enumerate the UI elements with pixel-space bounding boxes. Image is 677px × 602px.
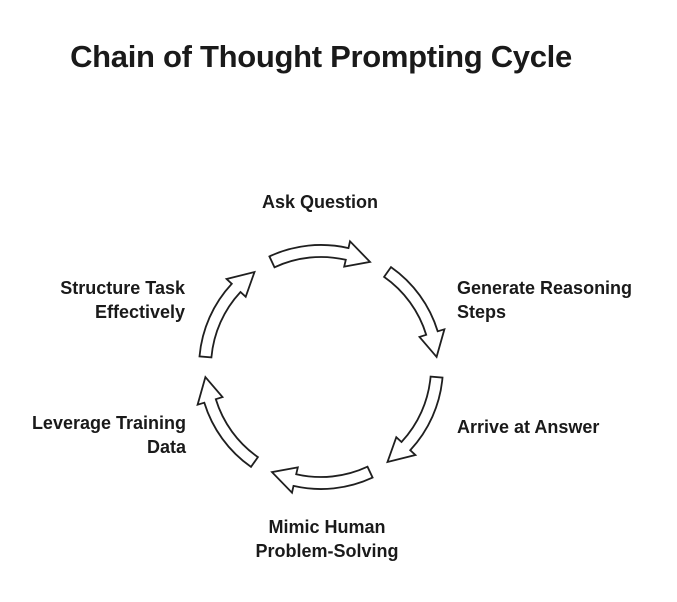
cycle-arrow-upper-left — [198, 270, 256, 359]
step-label-ask-question: Ask Question — [261, 192, 379, 212]
step-label-generate-reasoning-steps: Generate Reasoning Steps — [457, 278, 633, 322]
cycle-arrow-bottom — [270, 465, 374, 495]
cycle-arrow-lower-right — [386, 375, 444, 464]
cycle-arrow-lower-left — [196, 375, 260, 469]
step-label-structure-task-effectively: Structure Task Effectively — [60, 278, 185, 322]
step-label-arrive-at-answer: Arrive at Answer — [457, 417, 600, 437]
page-title: Chain of Thought Prompting Cycle — [70, 39, 572, 74]
step-label-leverage-training-data: Leverage Training Data — [31, 413, 186, 457]
cycle-arrow-upper-right — [382, 265, 446, 359]
step-label-mimic-human-problem-solving: Mimic Human Problem-Solving — [255, 517, 399, 561]
cycle-arrow-top — [268, 239, 372, 269]
